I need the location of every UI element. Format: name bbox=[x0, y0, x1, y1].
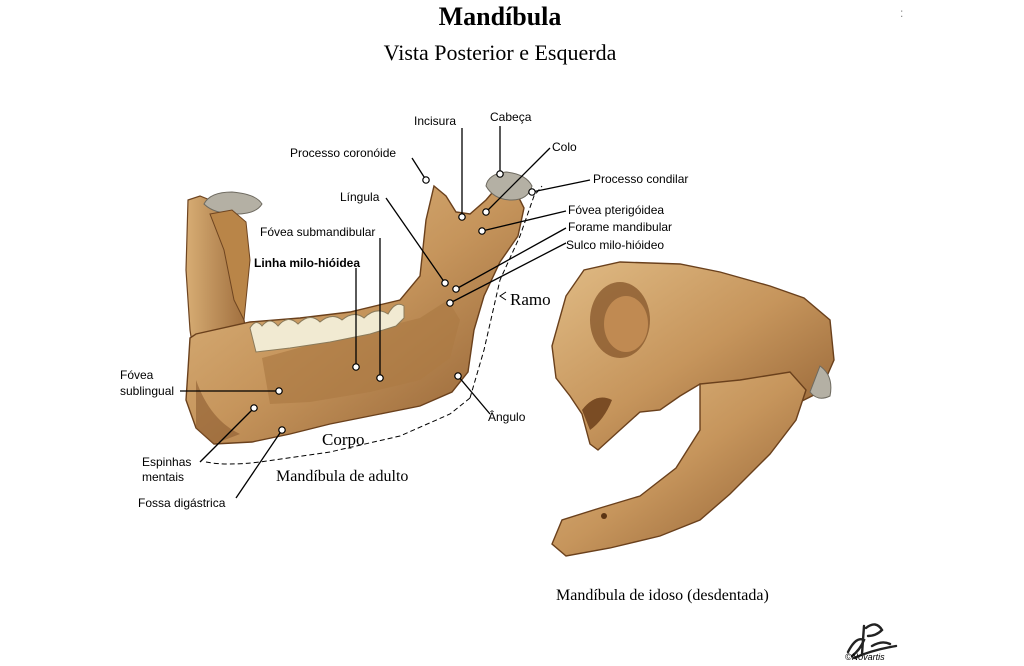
label-fovea-submandibular: Fóvea submandibular bbox=[260, 225, 376, 239]
label-fovea-sublingual-1: Fóvea bbox=[120, 368, 154, 382]
label-fovea-pterigoidea: Fóvea pterigóidea bbox=[568, 203, 665, 217]
caption-elderly-mandible: Mandíbula de idoso (desdentada) bbox=[556, 587, 769, 604]
body-dashed-outline bbox=[205, 397, 471, 465]
label-linha-milo-hioidea: Linha milo-hióidea bbox=[254, 256, 361, 270]
label-espinhas-mentais-2: mentais bbox=[142, 470, 185, 484]
label-lingula: Língula bbox=[340, 190, 380, 204]
label-angulo: Ângulo bbox=[488, 410, 526, 424]
label-colo: Colo bbox=[552, 140, 577, 154]
label-corpo: Corpo bbox=[322, 430, 365, 449]
artist-signature-logo bbox=[846, 623, 898, 660]
page-subtitle: Vista Posterior e Esquerda bbox=[383, 40, 617, 65]
label-processo-coronoide: Processo coronóide bbox=[290, 146, 397, 160]
label-incisura: Incisura bbox=[414, 114, 457, 128]
page-title: Mandíbula bbox=[438, 2, 562, 31]
label-sulco-milo-hioideo: Sulco milo-hióideo bbox=[566, 238, 665, 252]
leader-points bbox=[250, 170, 536, 434]
leader-lines bbox=[180, 126, 591, 499]
label-forame-mandibular: Forame mandibular bbox=[568, 220, 673, 234]
label-cabeca: Cabeça bbox=[490, 110, 532, 124]
label-espinhas-mentais-1: Espinhas bbox=[142, 455, 192, 469]
elderly-mandible-arm bbox=[551, 371, 807, 557]
label-ramo: Ramo bbox=[510, 290, 551, 309]
label-processo-condilar: Processo condilar bbox=[593, 172, 689, 186]
copyright-text: ©Novartis bbox=[845, 652, 885, 662]
caption-adult-mandible: Mandíbula de adulto bbox=[276, 468, 409, 485]
ramus-dashed-outline bbox=[469, 185, 543, 399]
label-fovea-sublingual-2: sublingual bbox=[120, 384, 175, 398]
corner-mark: : bbox=[900, 6, 904, 20]
elderly-mandible bbox=[551, 261, 835, 557]
adult-mandible bbox=[185, 171, 533, 445]
label-fossa-digastrica: Fossa digástrica bbox=[138, 496, 226, 510]
teeth bbox=[249, 303, 405, 353]
